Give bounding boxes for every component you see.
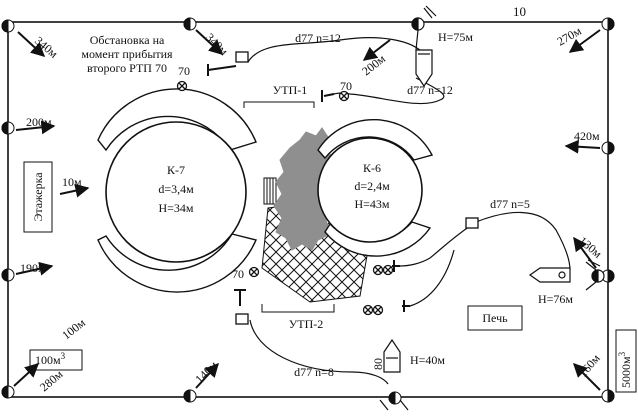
tank-k7: К-7 d=3,4м Н=34м [97,88,277,293]
svg-text:160м: 160м [576,351,603,380]
svg-text:420м: 420м [574,129,600,143]
svg-text:Н=75м: Н=75м [438,30,473,44]
hose-label: d77 n=5 [490,197,530,211]
svg-text:УТП-2: УТП-2 [289,317,324,331]
tank-k6-name: К-6 [363,161,381,175]
svg-text:УТП-1: УТП-1 [273,83,308,97]
shelving-structure: Этажерка [23,161,53,233]
diagram-title: Обстановка на момент прибытия второго РТ… [81,33,173,75]
fire-engine-1 [411,5,437,88]
fire-engine-3 [379,338,409,411]
svg-text:70: 70 [340,79,352,93]
svg-text:70: 70 [232,267,244,281]
svg-text:Обстановка на: Обстановка на [90,33,165,47]
hose-label: d77 n=12 [295,31,341,45]
svg-text:130м: 130м [576,234,605,261]
hose-lines [247,37,571,385]
tank-k7-name: К-7 [167,163,185,177]
svg-text:5000м3: 5000м3 [617,351,633,388]
tank-k7-height: Н=34м [158,201,193,215]
svg-text:200м: 200м [359,51,388,78]
svg-text:Этажерка: Этажерка [31,172,45,222]
unit-labels: 70 70 70 80 [178,64,385,370]
svg-text:340м: 340м [32,34,61,61]
reservoir-right: 5000м3 [615,329,637,393]
svg-text:второго РТП 70: второго РТП 70 [87,61,167,75]
fire-engine-2 [528,259,605,291]
svg-text:340м: 340м [203,30,231,58]
svg-text:Печь: Печь [482,311,508,325]
svg-text:Н=76м: Н=76м [538,292,573,306]
reservoir-left: 100м3 [29,349,83,371]
branch-nozzles [176,51,479,325]
tank-k6-height: Н=43м [354,197,389,211]
svg-text:Н=40м: Н=40м [410,353,445,367]
utp-1: УТП-1 [243,83,315,108]
hydrant-labels: Н=75м Н=76м Н=40м [410,30,573,367]
site-boundary [7,21,609,398]
svg-text:70: 70 [178,64,190,78]
hose-label: d77 n=12 [407,83,453,97]
svg-text:200м: 200м [26,115,52,129]
svg-text:280м: 280м [37,367,66,394]
tank-k6-diameter: d=2,4м [354,179,390,193]
fire-zone [273,127,337,251]
svg-text:100м3: 100м3 [35,351,66,367]
utp-2: УТП-2 [261,304,335,331]
boundary-markers [1,17,615,405]
frame-title: 10 [513,4,526,19]
svg-text:100м: 100м [59,315,88,342]
svg-text:190м: 190м [20,261,46,275]
svg-text:140м: 140м [192,358,220,386]
tank-k7-diameter: d=3,4м [158,182,194,196]
hose-labels: d77 n=12 d77 n=12 d77 n=5 d77 n=8 [294,31,530,379]
tank-k6: К-6 d=2,4м Н=43м [317,118,434,257]
hose-label: d77 n=8 [294,365,334,379]
svg-text:80: 80 [371,358,385,370]
svg-text:момент прибытия: момент прибытия [81,47,173,61]
svg-text:10м: 10м [62,175,82,189]
furnace-structure: Печь [467,305,523,331]
distance-arrows [13,29,601,391]
